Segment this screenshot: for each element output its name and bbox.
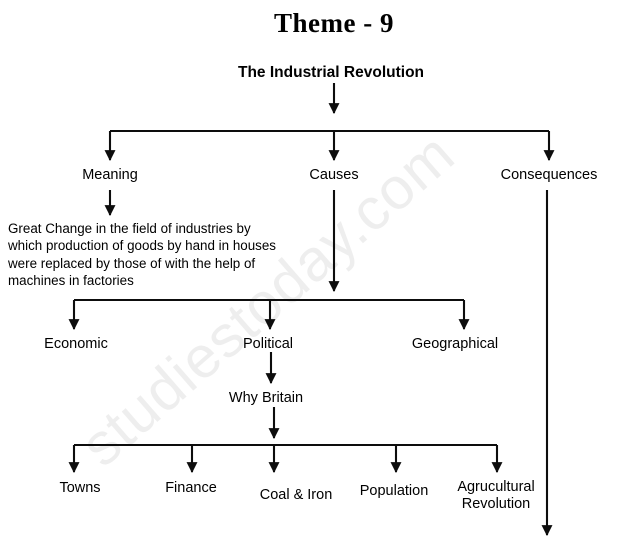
node-finance: Finance [165,480,217,496]
node-political: Political [243,336,293,352]
node-consequences: Consequences [500,167,598,183]
node-agricultural-revolution-line1: Agrucultural [457,479,535,495]
node-coal-and-iron: Coal & Iron [259,487,333,503]
meaning-definition-text: Great Change in the field of industries … [8,221,276,288]
node-why-britain: Why Britain [228,390,304,406]
node-economic: Economic [44,336,108,352]
node-causes: Causes [309,167,359,183]
node-geographical: Geographical [411,336,499,352]
root-node-industrial-revolution: The Industrial Revolution [237,64,425,81]
page-title: Theme - 9 [274,8,394,38]
node-agricultural-revolution: Agrucultural Revolution [457,479,534,513]
node-meaning: Meaning [82,167,138,183]
node-towns: Towns [59,480,101,496]
node-population: Population [359,483,429,499]
node-agricultural-revolution-line2: Revolution [461,495,531,512]
